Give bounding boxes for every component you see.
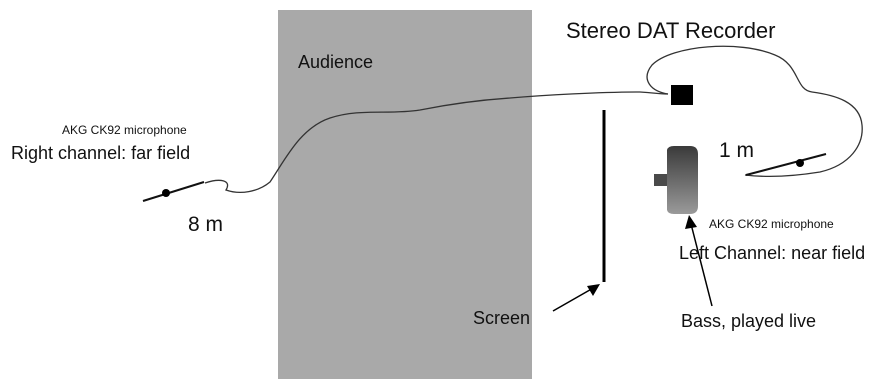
screen-arrow-head xyxy=(587,284,600,296)
near-mic-channel-label: Left Channel: near field xyxy=(679,243,866,263)
near-mic-distance-label: 1 m xyxy=(719,139,755,162)
bass-label: Bass, played live xyxy=(681,311,817,331)
bass-arrow-shaft xyxy=(690,223,713,307)
far-mic-model-label: AKG CK92 microphone xyxy=(62,123,187,137)
far-mic-distance-label: 8 m xyxy=(188,213,224,236)
far-mic-body xyxy=(142,181,205,202)
screen-arrow-shaft xyxy=(552,286,596,312)
near-mic-capsule xyxy=(796,159,804,167)
far-mic-channel-label: Right channel: far field xyxy=(11,143,191,163)
recorder-title: Stereo DAT Recorder xyxy=(566,18,776,43)
near-mic-body xyxy=(745,153,827,176)
cable-near-mic xyxy=(646,45,863,178)
bass-arrow-head xyxy=(685,215,697,229)
screen-label: Screen xyxy=(473,308,531,328)
dat-recorder-box xyxy=(671,85,693,105)
near-mic-model-label: AKG CK92 microphone xyxy=(709,217,834,231)
bass-icon xyxy=(654,146,698,214)
far-mic-capsule xyxy=(162,189,170,197)
cable-far-mic xyxy=(204,91,669,193)
audience-area xyxy=(278,10,532,379)
audience-label: Audience xyxy=(298,52,374,72)
